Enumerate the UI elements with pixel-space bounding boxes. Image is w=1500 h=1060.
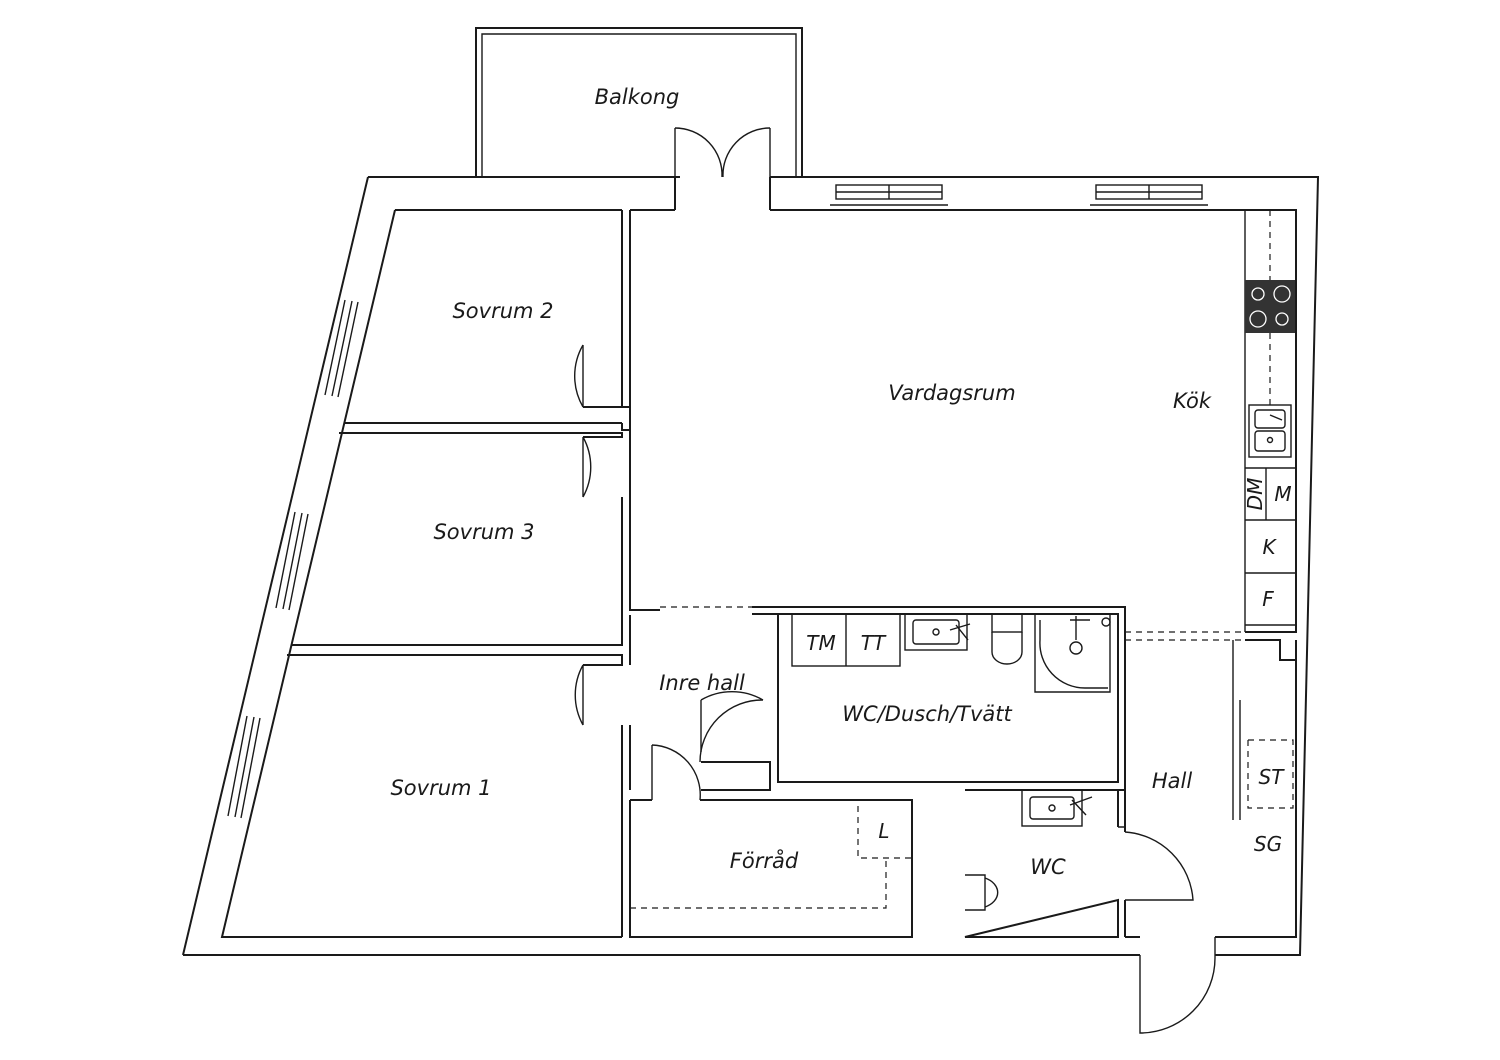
top-windows [830, 184, 1208, 206]
room-labels: Balkong Sovrum 2 Vardagsrum Kök Sovrum 3… [390, 85, 1211, 879]
room-label-wc: WC [1030, 855, 1066, 879]
appliance-label-dm: DM [1243, 478, 1267, 511]
appliance-labels: DM M K F TM TT ST SG L [806, 478, 1291, 856]
bedroom-1 [287, 654, 623, 937]
wc-room [964, 789, 1194, 938]
kitchen-counter [1244, 210, 1296, 632]
exterior-walls [182, 176, 1320, 956]
room-label-vardagsrum: Vardagsrum [888, 381, 1015, 405]
room-label-sovrum-2: Sovrum 2 [452, 299, 553, 323]
room-label-sovrum-3: Sovrum 3 [433, 520, 534, 544]
balcony-door [674, 127, 771, 178]
appliance-label-m: M [1274, 482, 1291, 506]
appliance-label-sg: SG [1254, 832, 1282, 856]
appliance-label-st: ST [1259, 765, 1286, 789]
left-windows [227, 299, 359, 819]
balcony [475, 27, 803, 210]
bathroom-fixtures [904, 613, 1111, 693]
bedroom-2 [344, 210, 631, 431]
room-label-wc-dusch-tvatt: WC/Dusch/Tvätt [842, 702, 1012, 726]
appliance-label-f: F [1262, 587, 1274, 611]
appliance-label-tt: TT [861, 631, 887, 655]
storage-room [629, 744, 913, 938]
appliance-label-tm: TM [806, 631, 835, 655]
room-label-forrad: Förråd [730, 848, 799, 873]
laundry-units [791, 613, 901, 667]
hall-and-entrance [1139, 639, 1296, 1034]
room-label-inre-hall: Inre hall [659, 671, 745, 695]
appliance-label-k: K [1262, 535, 1277, 559]
room-label-hall: Hall [1152, 769, 1192, 793]
bedroom-3 [292, 430, 660, 646]
room-label-sovrum-1: Sovrum 1 [390, 776, 491, 800]
room-label-balkong: Balkong [595, 85, 680, 109]
appliance-label-l: L [878, 819, 889, 843]
room-label-kok: Kök [1173, 389, 1212, 413]
